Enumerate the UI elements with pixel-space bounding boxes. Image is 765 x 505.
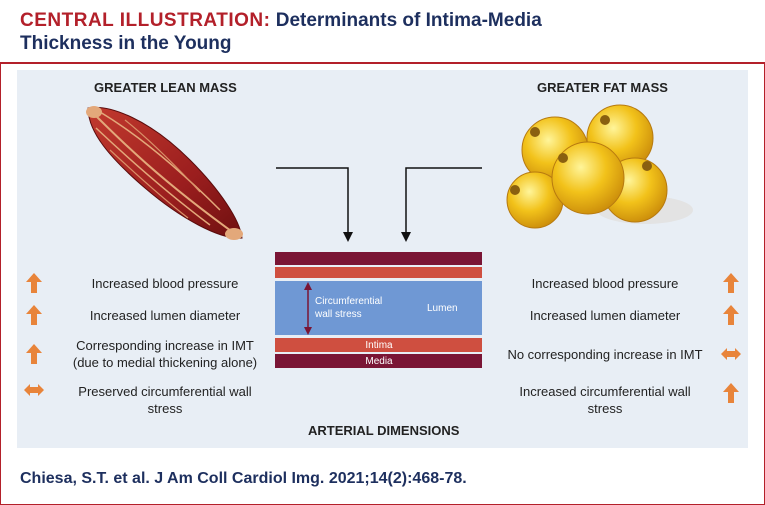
connector-arrows xyxy=(276,167,482,242)
left-row-3-line-2: (due to medial thickening alone) xyxy=(72,355,258,370)
figure-header: CENTRAL ILLUSTRATION: Determinants of In… xyxy=(0,0,765,62)
right-row-3-text: No corresponding increase in IMT xyxy=(507,347,703,362)
artery-diagram: Circumferential wall stress Lumen Intima… xyxy=(275,252,482,368)
right-row-4-line-1: Increased circumferential wall xyxy=(519,384,691,399)
up-arrow-icon xyxy=(26,344,42,364)
right-row-4-line-2: stress xyxy=(587,401,623,416)
wall-stress-label: wall stress xyxy=(314,309,362,320)
title-divider xyxy=(0,62,765,64)
figure-title: CENTRAL ILLUSTRATION: Determinants of In… xyxy=(20,10,542,32)
title-line-2: Thickness in the Young xyxy=(20,33,232,54)
up-arrow-icon xyxy=(723,383,739,403)
fat-mass-heading: GREATER FAT MASS xyxy=(537,80,668,95)
left-row-1-text: Increased blood pressure xyxy=(91,276,239,291)
up-arrow-icon xyxy=(26,273,42,293)
left-row-4-text: Preserved circumferential wall stress xyxy=(60,383,270,417)
lumen-label: Lumen xyxy=(427,303,458,314)
double-arrow-icon xyxy=(721,348,741,360)
left-row-4-line-2: stress xyxy=(147,401,183,416)
circumferential-label: Circumferential xyxy=(315,296,382,307)
media-bottom-layer xyxy=(275,354,482,368)
right-row-2-text: Increased lumen diameter xyxy=(529,308,681,323)
up-arrow-icon xyxy=(26,305,42,325)
fat-cells-icon xyxy=(506,104,693,229)
title-prefix: CENTRAL ILLUSTRATION: xyxy=(20,10,271,31)
muscle-icon xyxy=(86,106,243,240)
left-row-3-line-1: Corresponding increase in IMT xyxy=(76,338,254,353)
right-row-4-text: Increased circumferential wall stress xyxy=(495,383,715,417)
left-row-2-text: Increased lumen diameter xyxy=(89,308,241,323)
up-arrow-icon xyxy=(723,305,739,325)
intima-bottom-layer xyxy=(275,338,482,352)
intima-label: Intima xyxy=(365,340,393,351)
arterial-dimensions-caption: ARTERIAL DIMENSIONS xyxy=(308,423,460,438)
left-row-4-line-1: Preserved circumferential wall xyxy=(78,384,252,399)
citation: Chiesa, S.T. et al. J Am Coll Cardiol Im… xyxy=(20,470,467,487)
media-top-layer xyxy=(275,252,482,265)
up-arrow-icon xyxy=(723,273,739,293)
media-label: Media xyxy=(365,356,393,367)
intima-top-layer xyxy=(275,267,482,278)
left-row-3-text: Corresponding increase in IMT (due to me… xyxy=(60,337,270,371)
double-arrow-icon xyxy=(24,384,44,396)
lean-mass-heading: GREATER LEAN MASS xyxy=(94,80,237,95)
title-line-1: Determinants of Intima-Media xyxy=(275,10,542,31)
right-row-1-text: Increased blood pressure xyxy=(531,276,679,291)
